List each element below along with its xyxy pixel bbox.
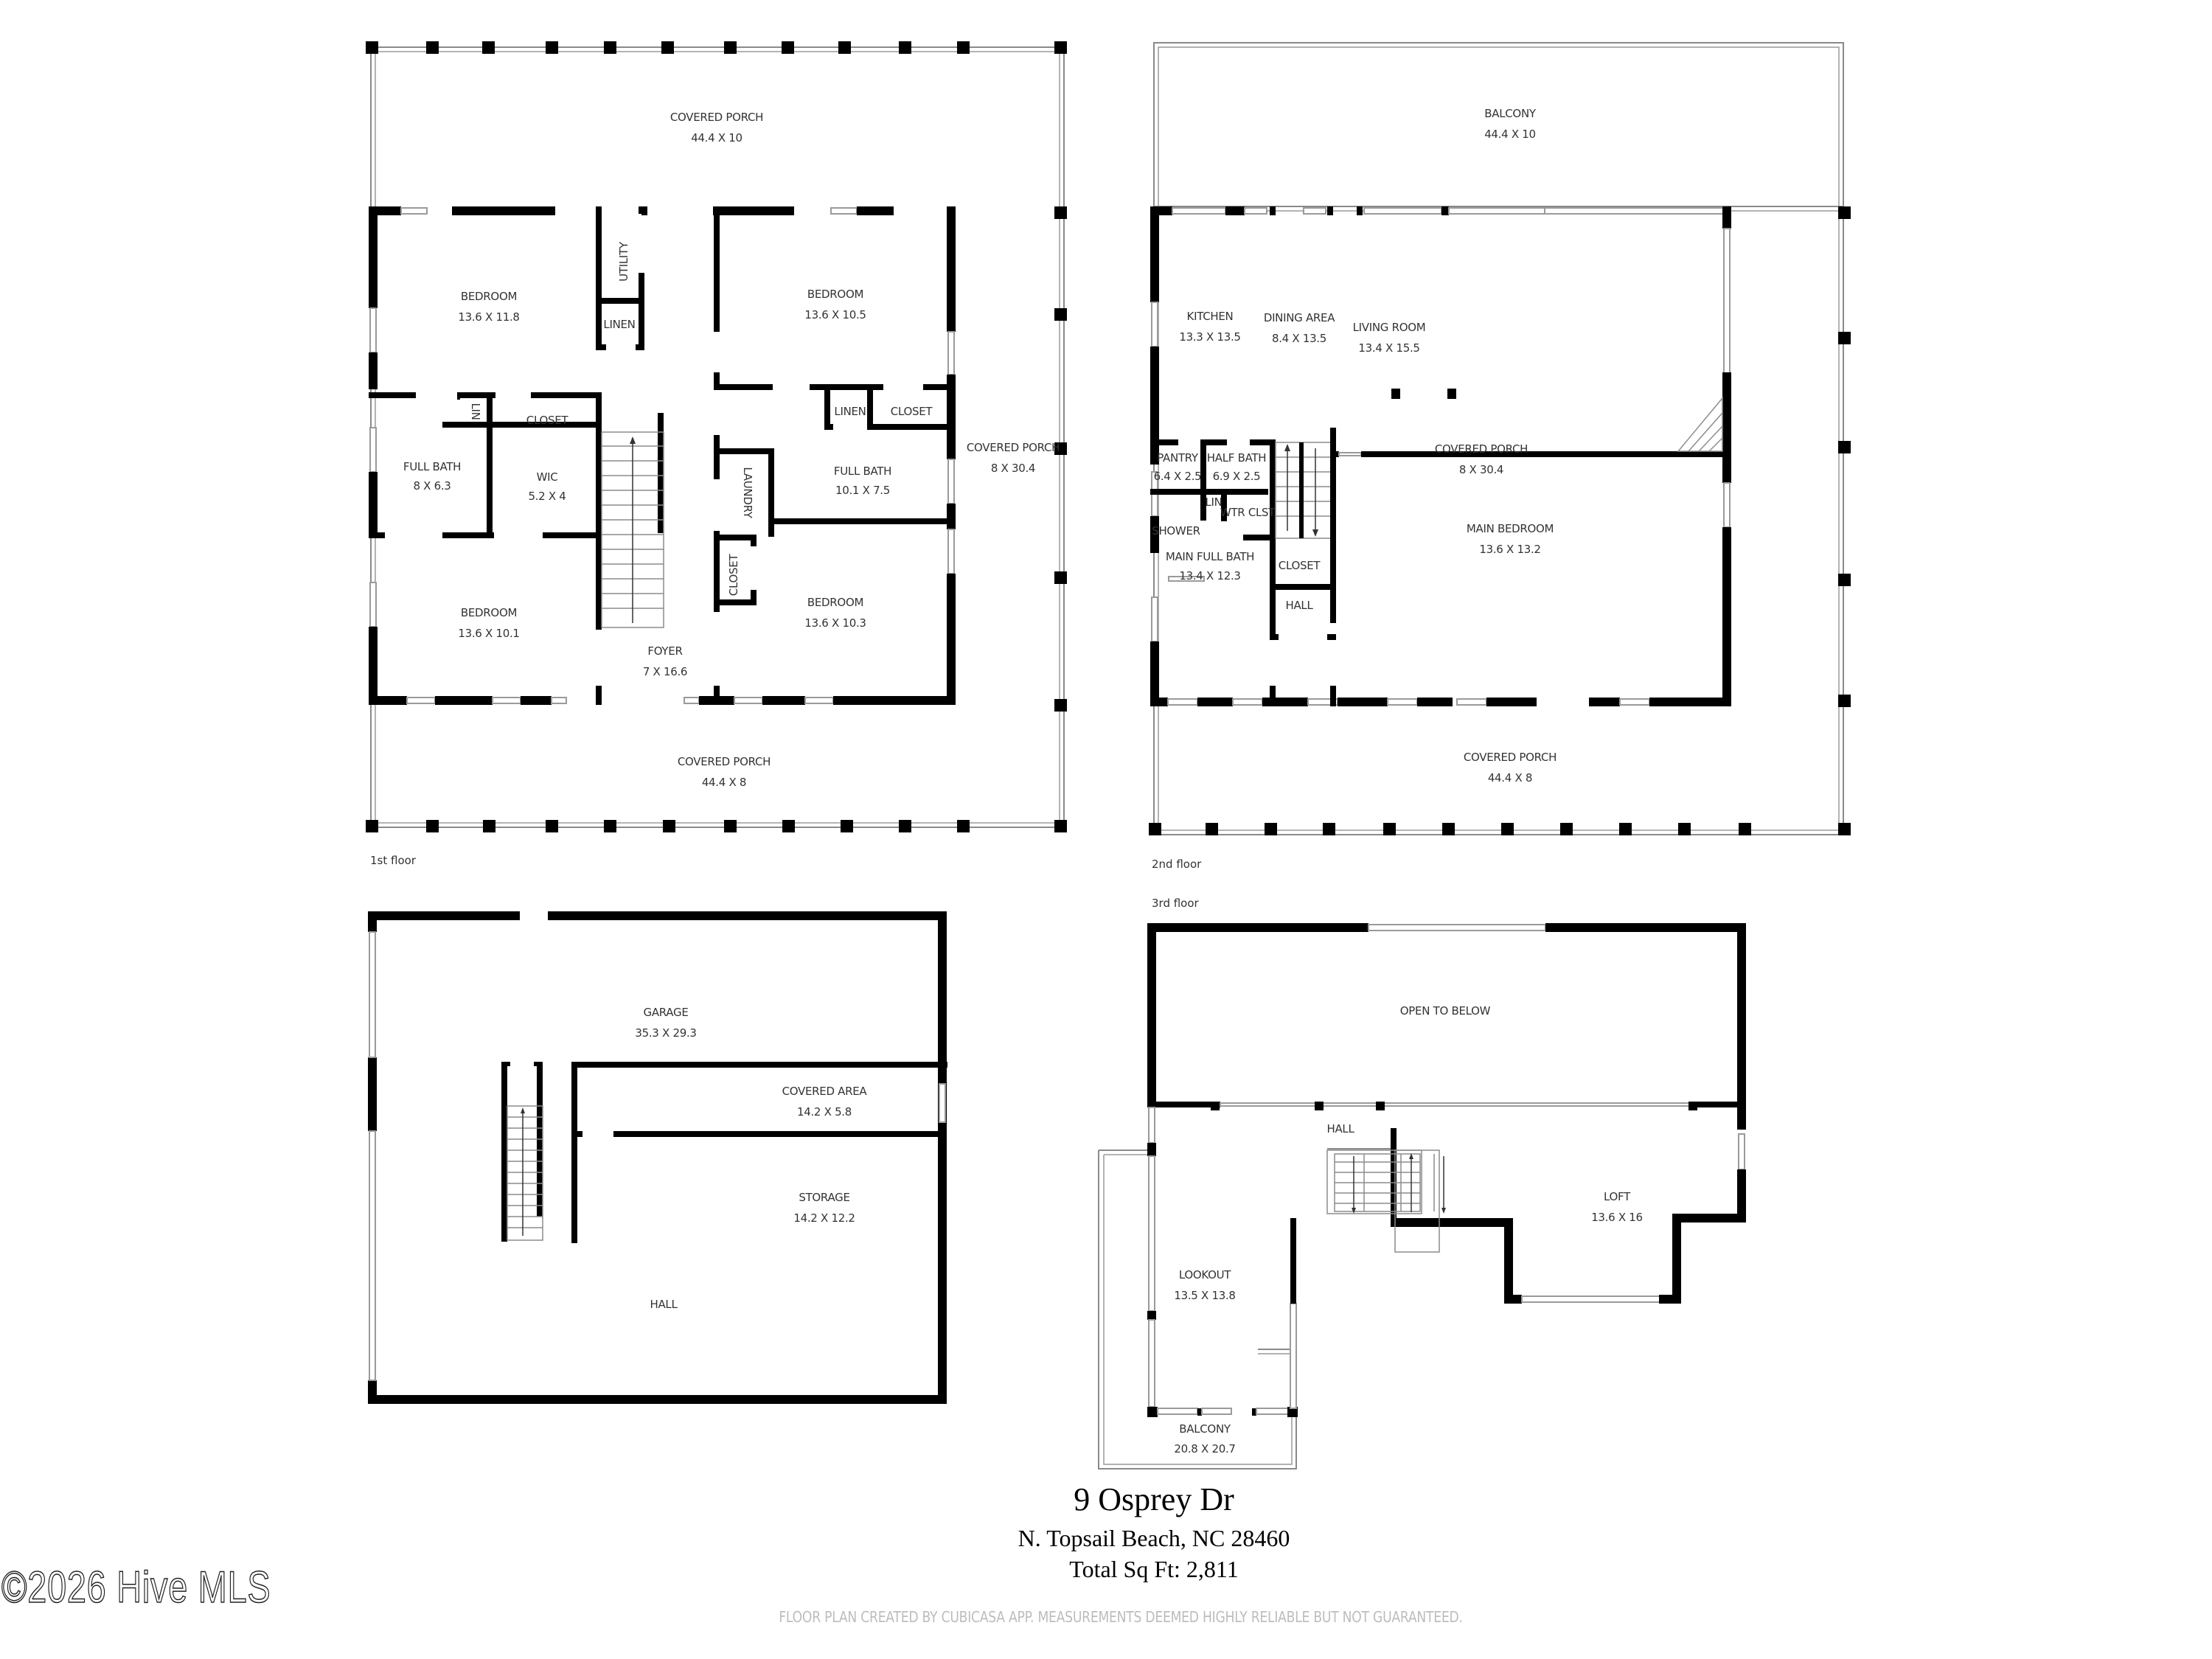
room-name: COVERED PORCH <box>678 755 771 768</box>
room-name: MAIN FULL BATH <box>1166 550 1254 563</box>
room-name: FULL BATH <box>834 465 891 478</box>
room-name: COVERED PORCH <box>670 111 763 124</box>
room-name: PANTRY <box>1157 451 1199 465</box>
room-name: GARAGE <box>644 1006 689 1019</box>
room-name: BEDROOM <box>807 288 863 301</box>
room-name: HALF BATH <box>1207 451 1266 465</box>
room-name: LIN <box>469 403 482 420</box>
room-name: LIVING ROOM <box>1353 321 1426 334</box>
room-name: STORAGE <box>799 1191 849 1204</box>
property-street-address: 9 Osprey Dr <box>1074 1481 1234 1517</box>
room-dims: 13.4 X 12.3 <box>1179 569 1240 582</box>
room-name: FOYER <box>647 644 682 658</box>
room-dims: 13.3 X 13.5 <box>1179 330 1240 344</box>
floor-label-2nd: 2nd floor <box>1152 858 1202 871</box>
floor-label-3rd: 3rd floor <box>1152 897 1200 910</box>
room-name: UTILITY <box>617 241 630 282</box>
room-dims: 8 X 6.3 <box>413 479 451 493</box>
room-dims: 13.4 X 15.5 <box>1358 341 1419 355</box>
room-dims: 13.6 X 13.2 <box>1479 543 1540 556</box>
room-name: WIC <box>537 470 558 484</box>
room-dims: 13.6 X 10.5 <box>804 308 866 321</box>
room-name: COVERED PORCH <box>967 441 1060 454</box>
room-dims: 44.4 X 10 <box>1484 128 1536 141</box>
room-dims: 13.6 X 11.8 <box>458 310 519 324</box>
room-dims: 8 X 30.4 <box>991 462 1035 475</box>
room-dims: 35.3 X 29.3 <box>635 1026 696 1040</box>
room-dims: 6.4 X 2.5 <box>1154 470 1202 483</box>
room-name: LINEN <box>603 318 635 331</box>
room-name: FULL BATH <box>403 460 461 473</box>
room-name: HALL <box>1285 599 1313 612</box>
room-dims: 5.2 X 4 <box>528 490 566 503</box>
room-name: COVERED AREA <box>782 1085 868 1098</box>
room-name: LINEN <box>834 405 866 418</box>
room-dims: 20.8 X 20.7 <box>1174 1442 1235 1455</box>
room-name: COVERED PORCH <box>1435 442 1528 456</box>
room-name: KITCHEN <box>1187 310 1234 323</box>
room-name: LOOKOUT <box>1179 1268 1231 1281</box>
room-dims: 8.4 X 13.5 <box>1272 332 1326 345</box>
room-name: HALL <box>650 1298 678 1311</box>
floor-plan-disclaimer: FLOOR PLAN CREATED BY CUBICASA APP. MEAS… <box>779 1608 1463 1626</box>
third-floor-plan: 3rd floor <box>1098 897 1746 1470</box>
room-name: DINING AREA <box>1264 311 1335 324</box>
room-name: COVERED PORCH <box>1464 751 1557 764</box>
room-name: BALCONY <box>1179 1422 1231 1436</box>
room-name: HALL <box>1326 1122 1354 1135</box>
ground-floor-plan: GARAGE 35.3 X 29.3 COVERED AREA 14.2 X 5… <box>368 911 947 1404</box>
room-name: BALCONY <box>1484 107 1537 120</box>
room-dims: 7 X 16.6 <box>643 665 687 678</box>
room-name: CLOSET <box>891 405 933 418</box>
room-name: CLOSET <box>526 414 569 427</box>
room-dims: 13.6 X 10.3 <box>804 616 866 630</box>
room-name: BEDROOM <box>807 596 863 609</box>
room-dims: 13.5 X 13.8 <box>1174 1289 1235 1302</box>
room-name: LAUNDRY <box>741 467 754 518</box>
room-name: CLOSET <box>1279 559 1321 572</box>
room-dims: 13.6 X 10.1 <box>458 627 519 640</box>
room-name: BEDROOM <box>461 290 517 303</box>
room-dims: 13.6 X 16 <box>1591 1211 1643 1224</box>
room-name: SHOWER <box>1152 524 1200 538</box>
mls-watermark: ©2026 Hive MLS <box>1 1562 271 1613</box>
room-dims: 8 X 30.4 <box>1459 463 1503 476</box>
floor-label-1st: 1st floor <box>370 854 417 867</box>
second-floor-plan: BALCONY 44.4 X 10 KITCHEN 13.3 X 13.5 DI… <box>1149 42 1851 871</box>
room-name: WTR CLST <box>1220 506 1276 519</box>
property-total-sqft: Total Sq Ft: 2,811 <box>1069 1556 1239 1582</box>
room-dims: 14.2 X 12.2 <box>793 1211 855 1225</box>
room-name: CLOSET <box>727 554 740 597</box>
room-dims: 14.2 X 5.8 <box>797 1105 852 1119</box>
room-name: BEDROOM <box>461 606 517 619</box>
room-dims: 44.4 X 10 <box>691 131 742 145</box>
room-dims: 10.1 X 7.5 <box>835 484 890 497</box>
room-dims: 44.4 X 8 <box>1488 771 1532 785</box>
property-city-state-zip: N. Topsail Beach, NC 28460 <box>1018 1525 1290 1551</box>
room-name: MAIN BEDROOM <box>1467 522 1554 535</box>
first-floor-plan: COVERED PORCH 44.4 X 10 BEDROOM 13.6 X 1… <box>366 41 1067 867</box>
room-dims: 44.4 X 8 <box>702 776 746 789</box>
room-name: OPEN TO BELOW <box>1400 1004 1491 1018</box>
room-name: LIN <box>1205 495 1222 509</box>
room-name: LOFT <box>1604 1190 1631 1203</box>
room-dims: 6.9 X 2.5 <box>1213 470 1261 483</box>
